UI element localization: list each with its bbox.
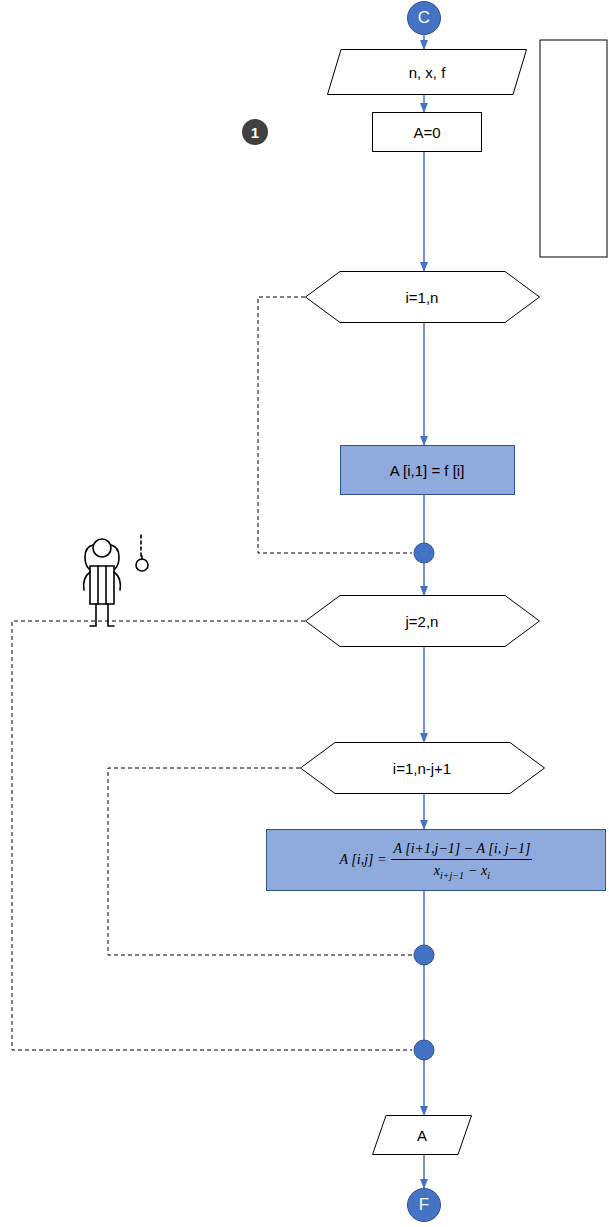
flow-arrow (423, 95, 425, 112)
scientist-icon (84, 535, 148, 626)
loop-hexagon: i=1,n-j+1 (300, 742, 545, 794)
process-box: A=0 (372, 112, 482, 152)
input-box: n, x, f (327, 49, 527, 95)
formula-numerator: A [i+1,j−1] − A [i, j−1] (393, 841, 530, 856)
node-label: F (419, 1195, 429, 1215)
flow-arrow (423, 1155, 425, 1188)
flow-arrow (423, 152, 425, 271)
node-label: i=1,n-j+1 (393, 760, 451, 777)
formula-denominator: x (434, 863, 440, 878)
node-label: A (417, 1127, 427, 1144)
flow-arrow (423, 35, 425, 49)
loop-return-lines (12, 297, 412, 1050)
node-label: A=0 (413, 124, 440, 141)
node-label: n, x, f (409, 64, 446, 81)
flow-arrow (423, 891, 425, 1115)
formula-lhs: A [i,j] = (340, 852, 387, 868)
loop-hexagon: j=2,n (305, 595, 540, 647)
formula-denominator: − x (468, 863, 487, 878)
flow-arrow (423, 647, 425, 742)
empty-note-box (540, 40, 607, 257)
node-label: j=2,n (406, 613, 439, 630)
flow-arrow (423, 323, 425, 445)
flow-arrow (423, 794, 425, 829)
formula-subscript: i+j−1 (440, 870, 464, 881)
end-connector: F (407, 1188, 441, 1222)
node-label: i=1,n (406, 289, 439, 306)
loop-hexagon: i=1,n (305, 271, 540, 323)
start-connector: C (407, 1, 441, 35)
output-box: A (372, 1115, 472, 1155)
process-box: A [i,1] = f [i] (340, 445, 515, 495)
node-label: A [i,1] = f [i] (390, 462, 465, 479)
formula-subscript: i (487, 870, 490, 881)
node-label: C (418, 8, 430, 28)
formula-box: A [i,j] = A [i+1,j−1] − A [i, j−1] xi+j−1−… (266, 829, 606, 891)
callout-number: 1 (242, 119, 268, 145)
